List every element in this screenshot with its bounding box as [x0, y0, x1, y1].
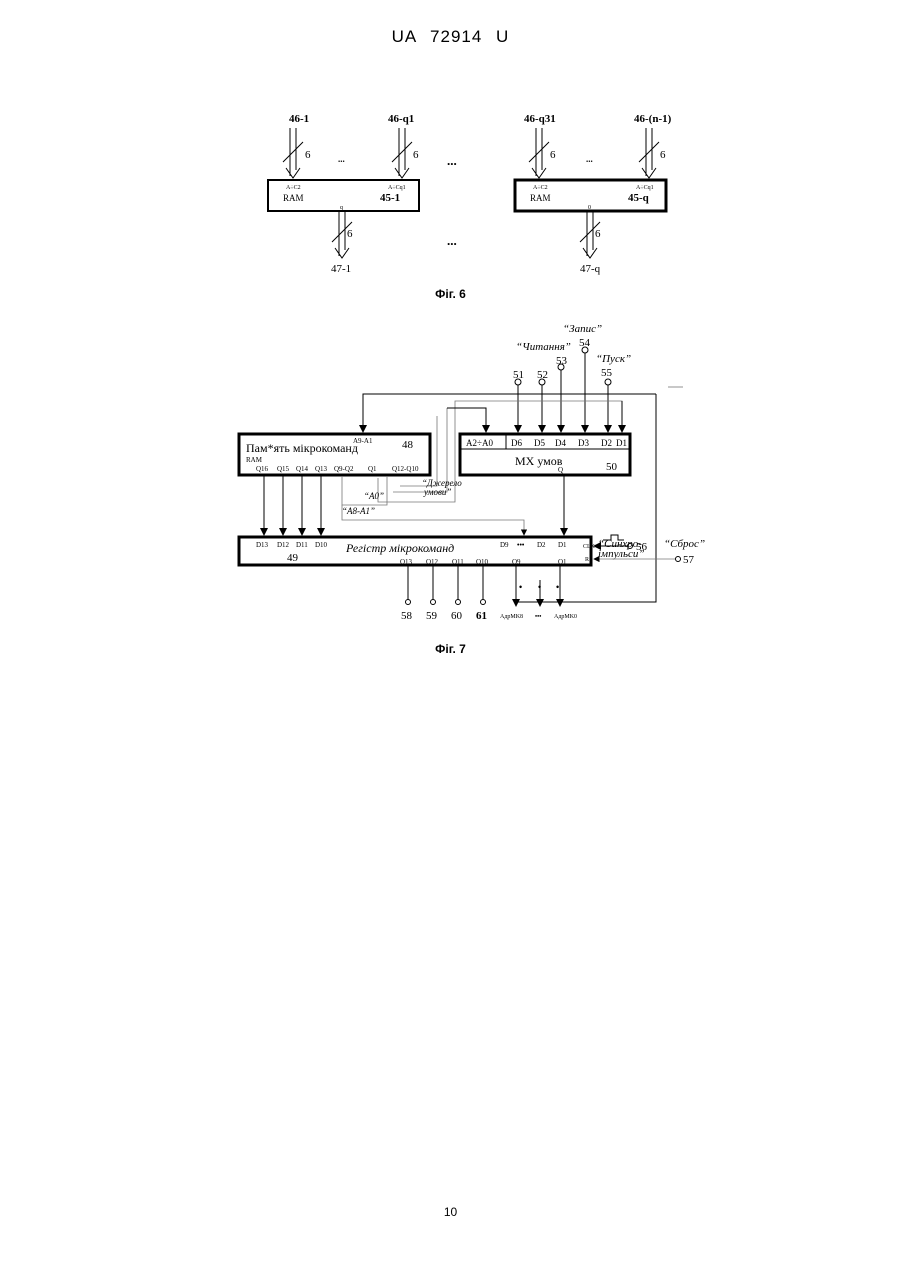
- register-reset-pin: R: [585, 557, 589, 563]
- memory-pin: Q1: [368, 465, 377, 473]
- register-title: Регістр мікрокоманд: [345, 541, 454, 555]
- page-number: 10: [0, 1205, 901, 1219]
- register-input-pin: D12: [277, 541, 290, 549]
- mux-input-pin: D3: [578, 438, 589, 448]
- pin-label: 60: [451, 610, 463, 622]
- pin-label: 53: [556, 355, 568, 367]
- pin-label: 57: [683, 554, 695, 566]
- register-input-pin: •••: [517, 541, 525, 549]
- fig6-input-label: 46-1: [289, 113, 309, 125]
- ram-input-label: A÷Cq1: [636, 185, 654, 191]
- register-input-pin: D1: [558, 541, 567, 549]
- fig6-input-label: 46-q1: [388, 113, 414, 125]
- fig6-bus-width: 6: [413, 149, 419, 161]
- ram-input-label: A÷C2: [286, 185, 301, 191]
- fig6-output-buses: [332, 212, 600, 258]
- memory-number: 48: [402, 439, 414, 451]
- register-input-pin: D13: [256, 541, 269, 549]
- register-input-pin: D2: [537, 541, 546, 549]
- fig7-diagram: “Запис” “Читання” 54 53 “Пуск” 51 52 55 …: [239, 323, 705, 622]
- address-output-label: AдрMK8: [500, 614, 523, 620]
- fig6-ellipsis: ...: [447, 153, 457, 168]
- fig6-bus-width: 6: [595, 228, 601, 240]
- fig7-memory-output-lines: [264, 476, 564, 535]
- a8a1-label: “A8-A1”: [342, 506, 375, 516]
- mux-address-label: A2÷A0: [466, 438, 493, 448]
- memory-title: Пам*ять мікрокоманд: [246, 441, 358, 455]
- fig6-output-label: 47-1: [331, 263, 351, 275]
- register-output-pin: Q1: [558, 558, 567, 566]
- memory-pin: Q12-Q10: [392, 465, 419, 473]
- fig6-input-label: 46-(n-1): [634, 113, 672, 125]
- fig6-ellipsis: ...: [447, 233, 457, 248]
- reset-label: “Сброс”: [664, 538, 705, 550]
- fig6-bus-width: 6: [660, 149, 666, 161]
- svg-text:•: •: [519, 582, 522, 592]
- ram-input-label: A÷C2: [533, 185, 548, 191]
- pin-label: 59: [426, 610, 438, 622]
- fig7-address-loop: [363, 394, 656, 432]
- register-input-pin: D9: [500, 541, 509, 549]
- mux-output-pin: Q: [558, 466, 563, 474]
- fig6-bus-width: 6: [550, 149, 556, 161]
- fig6-bus-width: 6: [347, 228, 353, 240]
- register-input-pin: D11: [296, 541, 308, 549]
- pin-label: 58: [401, 610, 413, 622]
- memory-pin: Q15: [277, 465, 290, 473]
- register-input-pin: D10: [315, 541, 328, 549]
- fig6-input-label: 46-q31: [524, 113, 556, 125]
- register-output-pin: Q13: [400, 558, 413, 566]
- fig6-ellipsis: ...: [338, 154, 345, 164]
- ram-output-label: q: [340, 205, 343, 211]
- fig6-bus-width: 6: [305, 149, 311, 161]
- ram-output-label: 0: [588, 205, 591, 211]
- ram-label: RAM: [530, 193, 551, 203]
- mux-input-pin: D2: [601, 438, 612, 448]
- fig6-input-buses: [283, 128, 659, 178]
- mux-input-pin: D6: [511, 438, 522, 448]
- signal-read-label: “Читання”: [516, 341, 571, 353]
- address-output-dots: •••: [535, 614, 541, 620]
- ram-id: 45-q: [628, 192, 650, 204]
- ram-id: 45-1: [380, 192, 400, 204]
- svg-text:•: •: [538, 582, 541, 592]
- signal-start-label: “Пуск”: [596, 353, 631, 365]
- svg-text:•: •: [556, 582, 559, 592]
- register-output-pin: Q10: [476, 558, 489, 566]
- memory-pin: Q13: [315, 465, 328, 473]
- pin-label: 55: [601, 367, 613, 379]
- fig6-diagram: 46-1 46-q1 46-q31 46-(n-1) 6 6 6 6 ... .…: [268, 113, 672, 275]
- figure-6-caption: Фіг. 6: [0, 287, 901, 301]
- address-output-label: AдрMK0: [554, 614, 577, 620]
- a0-label: “A0”: [364, 491, 384, 501]
- pin-label: 56: [636, 541, 648, 553]
- fig6-ellipsis: ...: [586, 154, 593, 164]
- register-output-pin: Q12: [426, 558, 439, 566]
- pin-label: 61: [476, 610, 487, 622]
- fig7-feedback-loop: [516, 394, 656, 602]
- memory-pin: Q9-Q2: [334, 465, 354, 473]
- memory-pin: Q14: [296, 465, 309, 473]
- mux-title: MX умов: [515, 454, 563, 468]
- memory-ram-label: RAM: [246, 456, 263, 464]
- ram-label: RAM: [283, 193, 304, 203]
- mux-input-pin: D1: [616, 438, 627, 448]
- fig6-output-label: 47-q: [580, 263, 601, 275]
- register-number: 49: [287, 552, 299, 564]
- cond-source-label-2: умови”: [423, 487, 451, 497]
- fig7-mux-input-lines: [378, 347, 622, 502]
- mux-input-pin: D5: [534, 438, 545, 448]
- mux-number: 50: [606, 461, 618, 473]
- memory-pin: Q16: [256, 465, 269, 473]
- signal-write-label: “Запис”: [563, 323, 602, 335]
- mux-input-pin: D4: [555, 438, 566, 448]
- figure-7-caption: Фіг. 7: [0, 642, 901, 656]
- register-output-pin: Q9: [512, 558, 521, 566]
- ram-input-label: A÷Cq1: [388, 185, 406, 191]
- register-output-pin: Q11: [452, 558, 464, 566]
- register-clk-pin: CLK: [583, 544, 596, 550]
